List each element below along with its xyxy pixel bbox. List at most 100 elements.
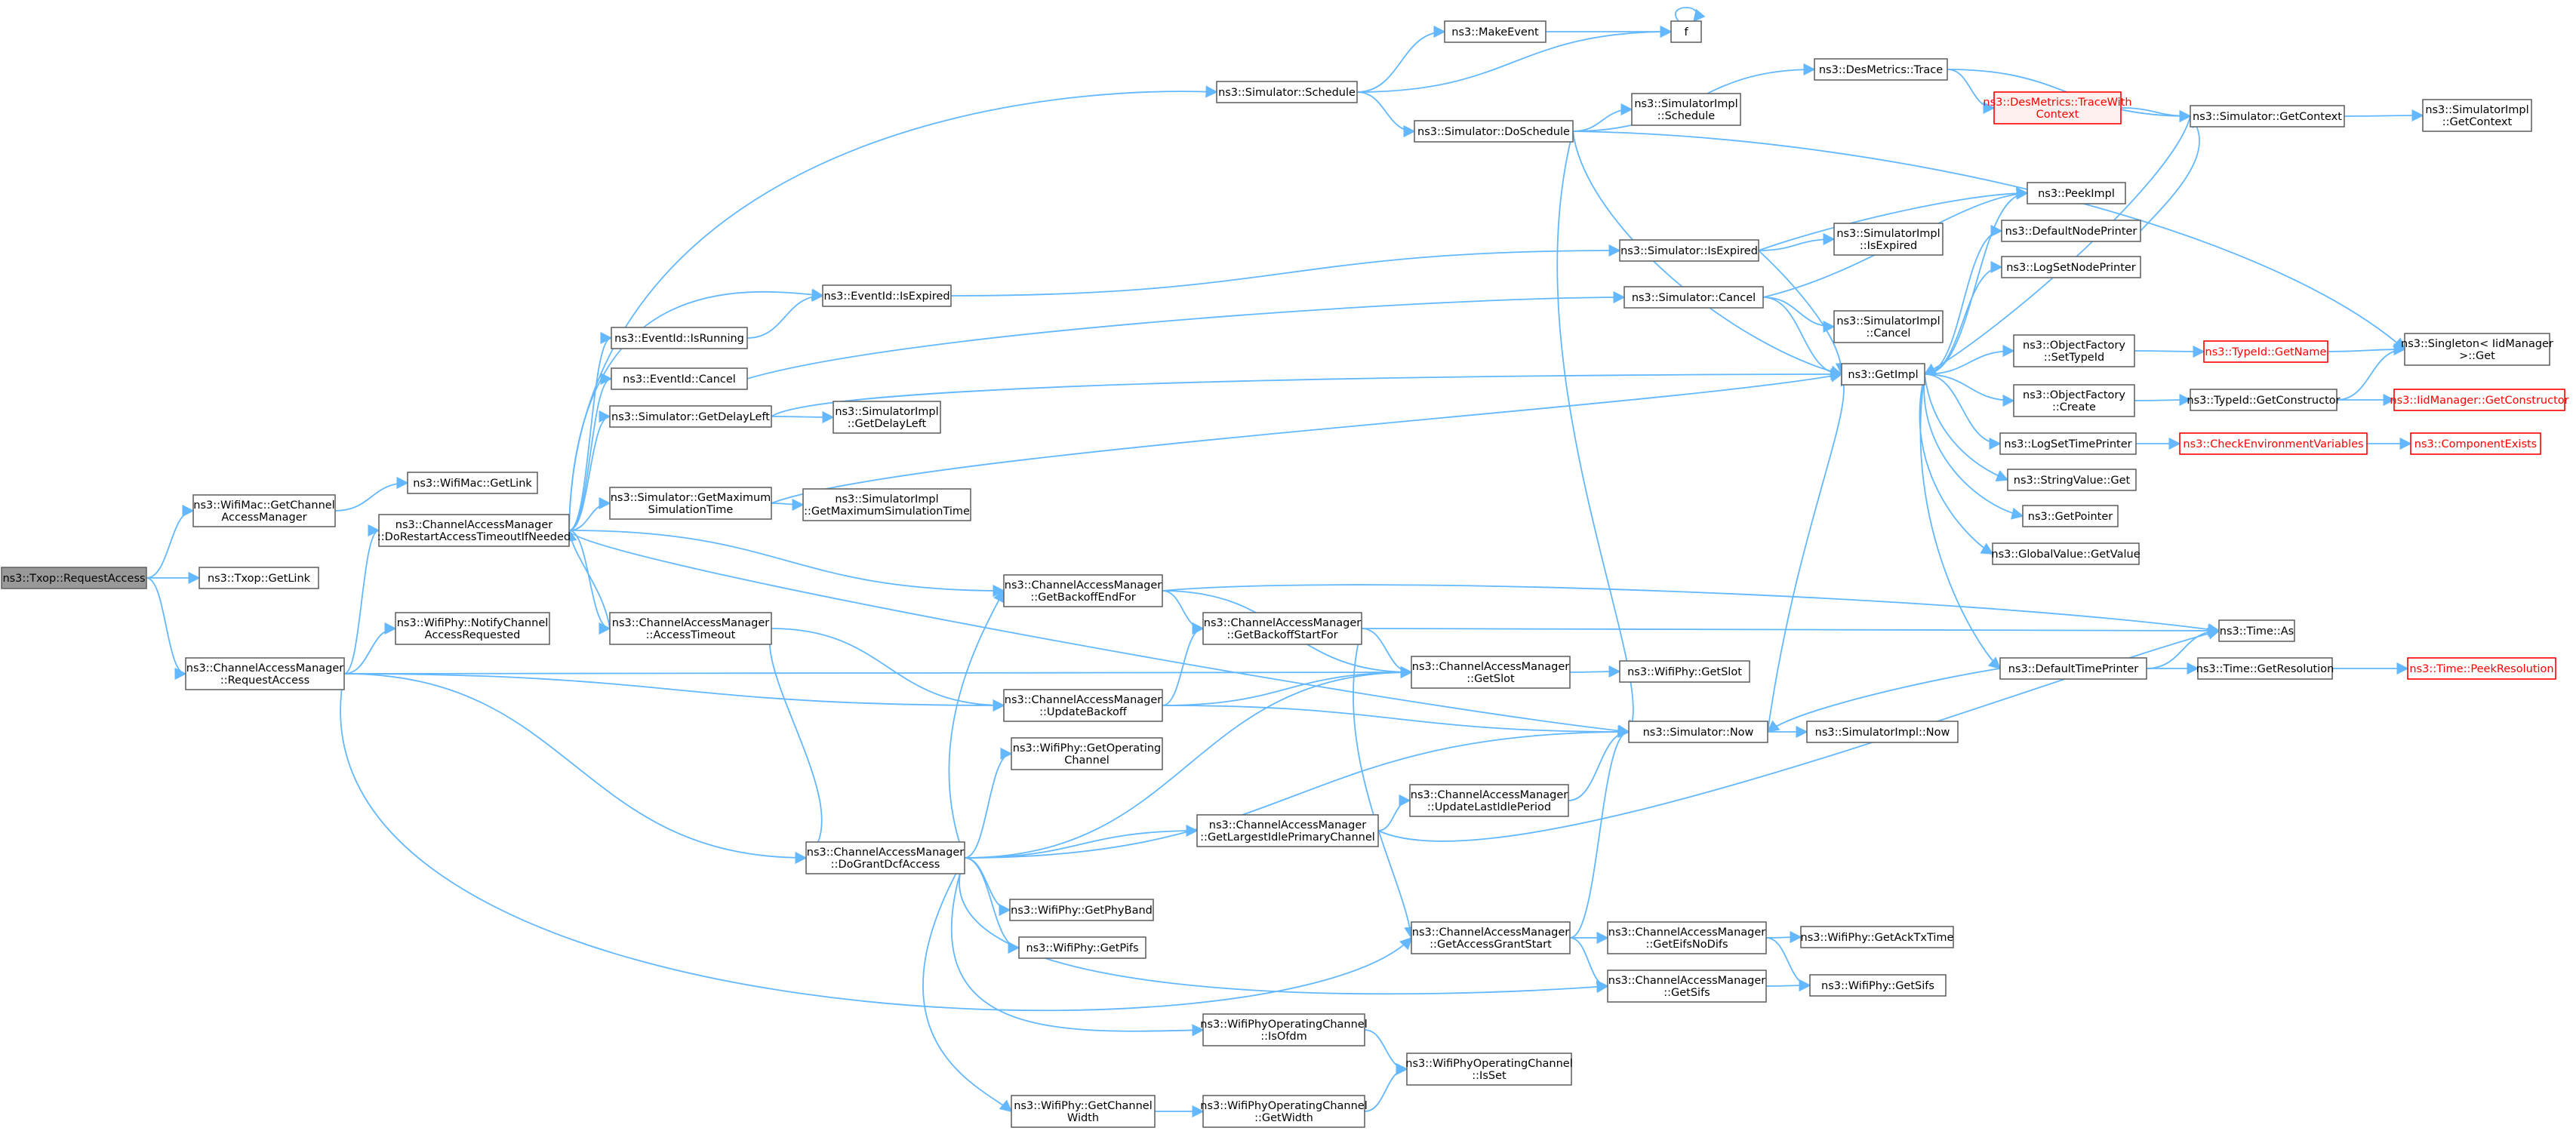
node-sis[interactable]: ns3::SimulatorImpl::Schedule (1631, 93, 1741, 126)
node-label-line: ns3::Time::As (2220, 625, 2294, 638)
node-sc[interactable]: ns3::Simulator::Cancel (1623, 286, 1764, 309)
node-sn[interactable]: ns3::Simulator::Now (1628, 721, 1768, 743)
node-box (609, 405, 772, 428)
node-wpgp[interactable]: ns3::WifiPhy::GetPifs (1018, 936, 1146, 959)
node-svg[interactable]: ns3::StringValue::Get (2007, 469, 2137, 491)
node-box (609, 487, 772, 520)
node-sigmst[interactable]: ns3::SimulatorImpl::GetMaximumSimulation… (802, 488, 971, 521)
node-tgc[interactable]: ns3::TypeId::GetConstructor (2187, 389, 2341, 411)
node-wpgatt[interactable]: ns3::WifiPhy::GetAckTxTime (1800, 926, 1954, 948)
node-dnp[interactable]: ns3::DefaultNodePrinter (2001, 220, 2141, 242)
node-wpgpb[interactable]: ns3::WifiPhy::GetPhyBand (1009, 899, 1154, 921)
node-label-line: ns3::ObjectFactory (2023, 389, 2125, 401)
node-wpgs[interactable]: ns3::WifiPhy::GetSlot (1619, 660, 1750, 683)
node-sgc[interactable]: ns3::Simulator::GetContext (2190, 105, 2345, 128)
node-gend[interactable]: ns3::ChannelAccessManager::GetEifsNoDifs (1607, 921, 1767, 954)
node-sds[interactable]: ns3::Simulator::DoSchedule (1414, 120, 1574, 143)
node-box (2393, 389, 2565, 411)
node-label-line: ns3::EventId::IsRunning (614, 333, 744, 345)
node-lsnp[interactable]: ns3::LogSetNodePrinter (2001, 256, 2141, 278)
node-label-line: ns3::ChannelAccessManager (612, 617, 770, 629)
node-box (2190, 105, 2345, 128)
node-label-line: >::Get (2459, 350, 2495, 362)
node-camra[interactable]: ns3::ChannelAccessManager::RequestAccess (185, 657, 345, 690)
node-tpr[interactable]: ns3::Time::PeekResolution (2407, 657, 2556, 680)
node-me[interactable]: ns3::MakeEvent (1444, 20, 1547, 43)
node-siie[interactable]: ns3::SimulatorImpl::IsExpired (1833, 223, 1944, 256)
node-wocis[interactable]: ns3::WifiPhyOperatingChannel::IsSet (1405, 1053, 1573, 1086)
node-sigdl[interactable]: ns3::SimulatorImpl::GetDelayLeft (833, 401, 941, 434)
node-eic[interactable]: ns3::EventId::Cancel (611, 367, 748, 390)
node-wpncar[interactable]: ns3::WifiPhy::NotifyChannelAccessRequest… (395, 612, 550, 645)
edge-gend-to-wpgatt (1765, 930, 1802, 944)
node-box (802, 488, 971, 521)
node-pi[interactable]: ns3::PeekImpl (2027, 182, 2126, 204)
node-sgmst[interactable]: ns3::Simulator::GetMaximumSimulationTime (609, 487, 772, 520)
node-ofst[interactable]: ns3::ObjectFactory::SetTypeId (2013, 334, 2135, 367)
node-box (1619, 239, 1759, 262)
node-wpgsifs[interactable]: ns3::WifiPhy::GetSifs (1809, 974, 1947, 997)
node-label-line: ns3::WifiPhy::GetOperating (1013, 742, 1162, 754)
node-sie[interactable]: ns3::Simulator::IsExpired (1619, 239, 1759, 262)
node-sin[interactable]: ns3::SimulatorImpl::Now (1806, 721, 1959, 743)
node-gvgv[interactable]: ns3::GlobalValue::GetValue (1991, 542, 2141, 565)
edge-drat-to-eic (568, 373, 613, 531)
node-gbsf[interactable]: ns3::ChannelAccessManager::GetBackoffSta… (1202, 612, 1362, 645)
node-label-line: Context (2036, 109, 2079, 121)
node-wociso[interactable]: ns3::WifiPhyOperatingChannel::IsOfdm (1200, 1013, 1368, 1046)
node-dtp[interactable]: ns3::DefaultTimePrinter (1999, 657, 2147, 680)
node-lstp[interactable]: ns3::LogSetTimePrinter (1999, 432, 2137, 455)
node-gp[interactable]: ns3::GetPointer (2022, 505, 2119, 527)
node-label-line: ::IsOfdm (1260, 1031, 1306, 1043)
node-label-line: ::Cancel (1867, 327, 1911, 340)
node-ofc[interactable]: ns3::ObjectFactory::Create (2013, 384, 2135, 417)
node-wmgl[interactable]: ns3::WifiMac::GetLink (407, 472, 538, 494)
node-gs[interactable]: ns3::ChannelAccessManager::GetSlot (1411, 656, 1571, 689)
node-box (1993, 91, 2122, 124)
node-ce[interactable]: ns3::ComponentExists (2410, 432, 2541, 455)
node-label-line: ns3::ChannelAccessManager (1204, 617, 1362, 629)
node-box (1607, 921, 1767, 954)
node-imgc[interactable]: ns3::IidManager::GetConstructor (2390, 389, 2569, 411)
node-ulip[interactable]: ns3::ChannelAccessManager::UpdateLastIdl… (1409, 784, 1569, 817)
node-gsifs[interactable]: ns3::ChannelAccessManager::GetSifs (1607, 970, 1767, 1003)
node-txgl[interactable]: ns3::Txop::GetLink (199, 567, 319, 589)
node-sgdl[interactable]: ns3::Simulator::GetDelayLeft (609, 405, 772, 428)
edge-dtp-to-sn (1766, 668, 2001, 733)
node-label-line: ns3::WifiPhy::GetSlot (1627, 666, 1742, 678)
node-label-line: ::DoGrantDcfAccess (831, 859, 940, 871)
edge-sie-to-siie (1758, 232, 1836, 251)
node-box (1444, 20, 1547, 43)
node-tgr[interactable]: ns3::Time::GetResolution (2196, 657, 2334, 680)
node-box (199, 567, 319, 589)
node-root[interactable]: ns3::Txop::RequestAccess (1, 567, 147, 589)
node-drat[interactable]: ns3::ChannelAccessManager::DoRestartAcce… (377, 514, 571, 547)
node-sigc[interactable]: ns3::SimulatorImpl::GetContext (2422, 99, 2532, 132)
node-eiir[interactable]: ns3::EventId::IsRunning (611, 327, 748, 349)
node-box (1009, 899, 1154, 921)
node-ssch[interactable]: ns3::Simulator::Schedule (1216, 81, 1358, 103)
node-wocgw[interactable]: ns3::WifiPhyOperatingChannel::GetWidth (1200, 1095, 1368, 1128)
node-gi[interactable]: ns3::GetImpl (1841, 363, 1925, 386)
node-glipc[interactable]: ns3::ChannelAccessManager::GetLargestIdl… (1196, 814, 1379, 847)
node-gbef[interactable]: ns3::ChannelAccessManager::GetBackoffEnd… (1003, 574, 1163, 607)
node-cev[interactable]: ns3::CheckEnvironmentVariables (2179, 432, 2368, 455)
node-gags[interactable]: ns3::ChannelAccessManager::GetAccessGran… (1411, 921, 1571, 954)
node-label-line: Channel (1064, 754, 1109, 767)
edge-drat-to-ssch (568, 85, 1218, 531)
node-box (2197, 657, 2333, 680)
node-eiie[interactable]: ns3::EventId::IsExpired (822, 284, 952, 307)
node-tgn[interactable]: ns3::TypeId::GetName (2203, 340, 2328, 363)
node-camat[interactable]: ns3::ChannelAccessManager::AccessTimeout (609, 612, 772, 645)
node-ta[interactable]: ns3::Time::As (2218, 619, 2295, 642)
node-gda[interactable]: ns3::ChannelAccessManager::DoGrantDcfAcc… (805, 841, 965, 874)
node-sg[interactable]: ns3::Singleton< IidManager>::Get (2401, 333, 2553, 366)
node-sic[interactable]: ns3::SimulatorImpl::Cancel (1833, 310, 1944, 343)
node-ub[interactable]: ns3::ChannelAccessManager::UpdateBackoff (1003, 689, 1163, 722)
node-dmt[interactable]: ns3::DesMetrics::Trace (1814, 58, 1948, 81)
node-f[interactable]: f (1670, 20, 1702, 43)
